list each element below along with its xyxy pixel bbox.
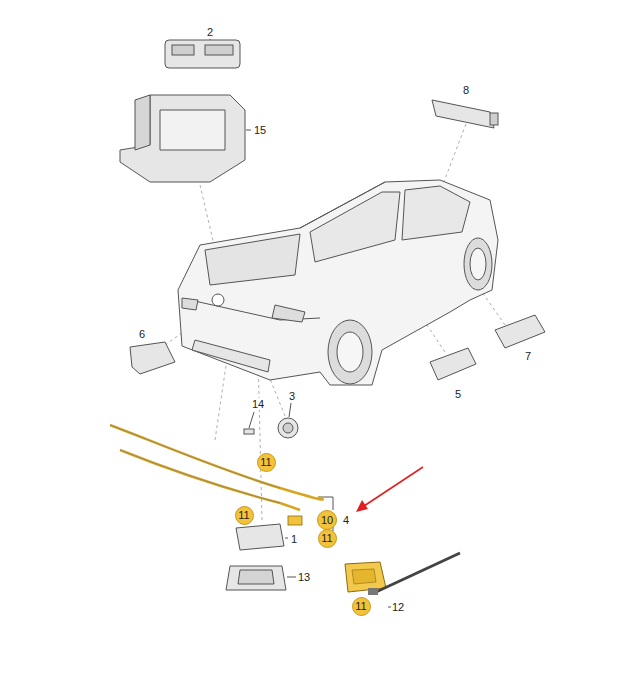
- illustration-part: [210, 39, 211, 40]
- illustration-part: [300, 182, 385, 228]
- illustration-part: [356, 500, 368, 512]
- illustration-part: [432, 100, 494, 128]
- illustration-part: [178, 180, 498, 385]
- illustration-part: [238, 570, 274, 584]
- callout-number: 12: [391, 601, 405, 613]
- illustration-part: [110, 425, 323, 500]
- illustration-part: [210, 39, 392, 607]
- callout-number: 3: [288, 390, 296, 402]
- illustration-part: [165, 40, 240, 68]
- illustration-part: [352, 569, 376, 584]
- illustration-part: [464, 238, 492, 290]
- illustration-part: [130, 342, 175, 374]
- illustration-part: [192, 340, 270, 372]
- illustration-part: [470, 248, 486, 280]
- callout-number: 14: [251, 398, 265, 410]
- illustration-part: [402, 186, 470, 240]
- callout-number: 11: [238, 509, 249, 521]
- illustration-part: [215, 352, 228, 440]
- illustration-part: [182, 298, 198, 310]
- callout-number: 4: [342, 514, 350, 526]
- illustration-part: [120, 450, 300, 510]
- illustration-part: [165, 124, 505, 520]
- callout-number: 8: [462, 84, 470, 96]
- illustration-part: [226, 566, 286, 590]
- illustration-part: [368, 588, 378, 595]
- illustration-part: [258, 355, 262, 520]
- illustration-part: [110, 425, 323, 510]
- callout-circle: 11: [318, 529, 337, 548]
- illustration-part: [110, 425, 280, 503]
- callout-number: 7: [524, 350, 532, 362]
- illustration-part: [289, 403, 291, 417]
- illustration-part: [425, 322, 445, 352]
- callout-circle: 11: [235, 506, 254, 525]
- illustration-part: [178, 180, 498, 385]
- illustration-part: [345, 562, 386, 592]
- illustration-part: [328, 320, 372, 384]
- callout-circle: 11: [257, 453, 276, 472]
- callout-number: 5: [454, 388, 462, 400]
- illustration-part: [310, 192, 400, 262]
- illustration-part: [246, 130, 251, 131]
- illustration-part: [244, 429, 254, 434]
- illustration-part: [120, 450, 280, 503]
- illustration-part: [490, 113, 498, 125]
- callout-number: 10: [321, 514, 333, 526]
- callout-circle: 10: [317, 510, 337, 530]
- illustration-part: [278, 418, 298, 438]
- callout-number: 1: [290, 533, 298, 545]
- illustration-part: [160, 110, 225, 150]
- callout-number: 2: [206, 26, 214, 38]
- illustration-part: [172, 45, 194, 55]
- illustration-part: [482, 292, 505, 325]
- callout-number: 6: [138, 328, 146, 340]
- illustration-part: [249, 412, 254, 428]
- illustration-part: [135, 95, 150, 150]
- illustration-part: [376, 553, 460, 592]
- illustration-part: [212, 294, 224, 306]
- callout-number: 11: [260, 456, 271, 468]
- illustration-part: [283, 423, 293, 433]
- callout-number: 13: [297, 571, 311, 583]
- illustration-part: [205, 45, 233, 55]
- illustration-part: [285, 538, 288, 539]
- callout-circle: 11: [352, 597, 371, 616]
- illustration-part: [495, 315, 545, 348]
- illustration-part: [430, 348, 476, 380]
- illustration-part: [110, 425, 280, 488]
- illustration-part: [287, 577, 296, 578]
- illustration-part: [288, 516, 302, 525]
- callout-number: 11: [355, 600, 366, 612]
- illustration-part: [120, 40, 545, 590]
- illustration-part: [236, 524, 284, 550]
- illustration-part: [337, 332, 363, 372]
- illustration-part: [272, 305, 305, 322]
- illustration-part: [120, 95, 245, 182]
- illustration-part: [333, 497, 334, 510]
- callout-number: 11: [321, 532, 332, 544]
- callout-number: 15: [253, 124, 267, 136]
- illustration-part: [205, 234, 300, 285]
- illustration-part: [364, 467, 423, 506]
